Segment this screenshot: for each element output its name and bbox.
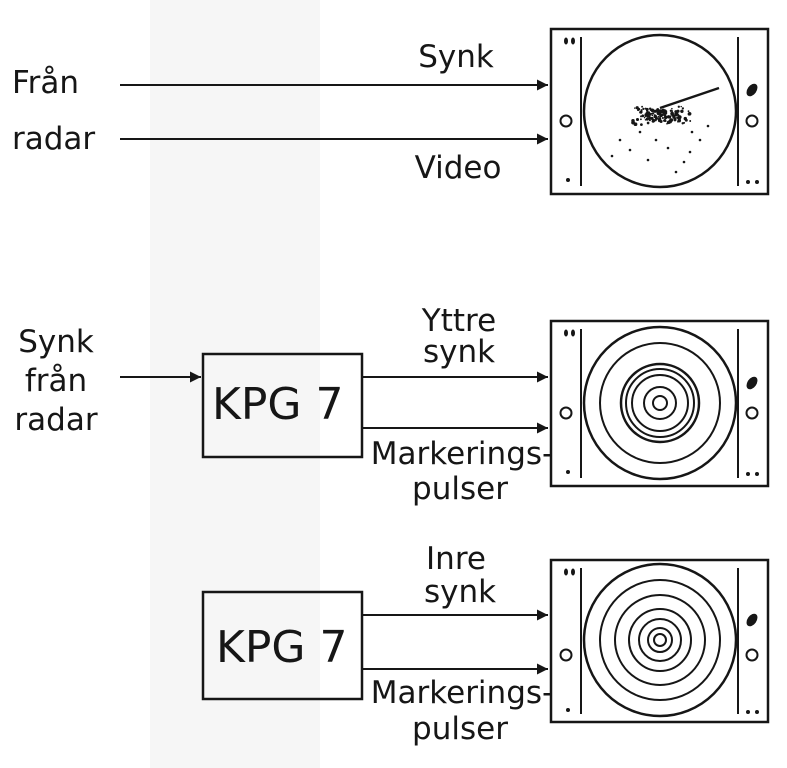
kpg7-label: KPG 7 bbox=[216, 622, 348, 673]
sync-input-label-line3: radar bbox=[14, 402, 98, 438]
marker-pulse-label-line2: pulser bbox=[412, 711, 508, 747]
control-knob-icon bbox=[564, 568, 759, 714]
control-knob-icon bbox=[564, 329, 759, 476]
marker-pulse-label-line1: Markerings- bbox=[370, 675, 554, 711]
outer-sync-label-line1: Yttre bbox=[421, 303, 497, 339]
video-label: Video bbox=[414, 150, 502, 186]
radar-display-3 bbox=[549, 558, 770, 724]
input-label-line1: Från bbox=[12, 65, 79, 101]
inner-sync-label-line2: synk bbox=[423, 574, 497, 610]
sync-label: Synk bbox=[418, 39, 494, 75]
control-knob-icon bbox=[564, 37, 759, 184]
marker-pulse-label-line2: pulser bbox=[412, 471, 508, 507]
radar-display-1 bbox=[549, 27, 770, 196]
inner-sync-label-line1: Inre bbox=[426, 541, 486, 577]
sweep-line bbox=[659, 86, 720, 110]
kpg7-box-3 bbox=[201, 590, 364, 701]
sync-input-label-line1: Synk bbox=[18, 324, 94, 360]
kpg7-label: KPG 7 bbox=[212, 379, 344, 430]
kpg7-box-2 bbox=[201, 352, 364, 459]
marker-pulse-label-line1: Markerings- bbox=[370, 436, 554, 472]
background-shade bbox=[150, 0, 320, 768]
outer-sync-label-line2: synk bbox=[422, 334, 496, 370]
input-label-line2: radar bbox=[12, 121, 96, 157]
radar-display-2 bbox=[549, 319, 770, 488]
sync-input-label-line2: från bbox=[24, 363, 88, 399]
radar-echo-cluster bbox=[610, 105, 710, 174]
